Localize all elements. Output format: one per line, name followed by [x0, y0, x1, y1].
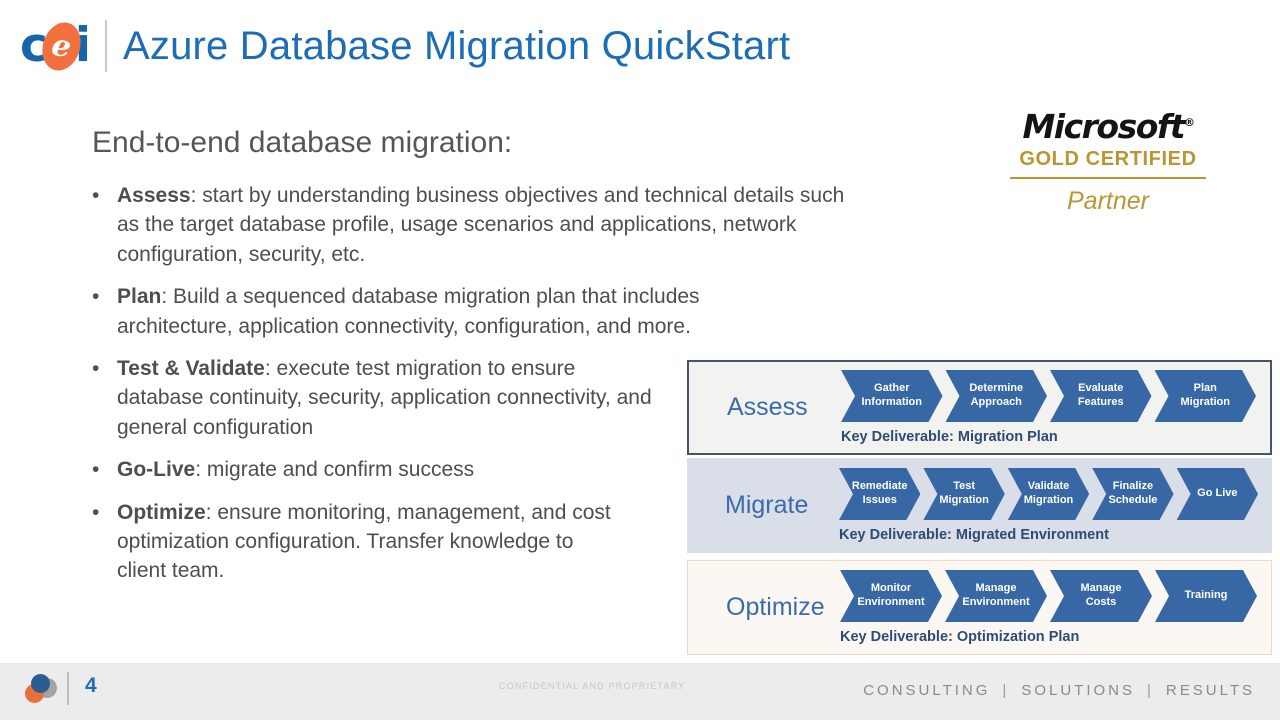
chevron-track: Gather Information Determine Approach Ev…	[841, 370, 1256, 422]
bullet-text: Test & Validate: execute test migration …	[117, 354, 662, 442]
bullet-marker: •	[92, 500, 100, 524]
bullet-marker: •	[92, 184, 100, 207]
chevron-step: Evaluate Features	[1050, 370, 1152, 422]
phase-label: Assess	[727, 393, 808, 421]
phase-row-optimize: Optimize Monitor Environment Manage Envi…	[687, 560, 1272, 655]
bullet-term: Go-Live	[117, 458, 196, 482]
chevron-step: Test Migration	[923, 468, 1004, 520]
confidential-notice: CONFIDENTIAL AND PROPRIETARY	[499, 681, 686, 691]
bullet-rest: : ensure monitoring, management, and cos…	[117, 500, 611, 583]
chevron-track: Remediate Issues Test Migration Validate…	[839, 468, 1258, 520]
tagline-separator: |	[1147, 682, 1154, 699]
bullet-rest: : migrate and confirm success	[195, 458, 475, 482]
slide-title: Azure Database Migration QuickStart	[123, 23, 791, 68]
page-number: 4	[85, 674, 97, 697]
bullet-text: Assess: start by understanding business …	[117, 181, 862, 269]
gold-certified-text: GOLD CERTIFIED	[1019, 147, 1197, 170]
bullet-item-go-live: • Go-Live: migrate and confirm success	[92, 455, 862, 484]
badge-divider-line	[1010, 176, 1206, 179]
phase-steps: Remediate Issues Test Migration Validate…	[839, 468, 1272, 543]
phase-row-migrate: Migrate Remediate Issues Test Migration …	[687, 458, 1272, 553]
key-deliverable: Key Deliverable: Migration Plan	[841, 429, 1058, 445]
bullet-term: Assess	[117, 184, 191, 207]
chevron-step: Finalize Schedule	[1092, 468, 1173, 520]
slide-header: c e i Azure Database Migration QuickStar…	[20, 16, 790, 76]
footer-logo-blue-circle	[31, 674, 50, 693]
phase-label: Migrate	[725, 491, 809, 519]
section-heading: End-to-end database migration:	[92, 126, 513, 159]
bullet-text: Go-Live: migrate and confirm success	[117, 455, 474, 484]
tagline-consulting: CONSULTING	[863, 682, 991, 699]
bullet-term: Plan	[117, 285, 162, 309]
chevron-step: Manage Costs	[1050, 570, 1152, 622]
chevron-step: Remediate Issues	[839, 468, 920, 520]
registered-mark: ®	[1184, 116, 1195, 129]
tagline-solutions: SOLUTIONS	[1021, 682, 1136, 699]
bullet-item-assess: • Assess: start by understanding busines…	[92, 181, 862, 269]
cei-footer-logo-icon	[24, 673, 60, 705]
chevron-step: Manage Environment	[945, 570, 1047, 622]
bullet-marker: •	[92, 356, 100, 380]
bullet-item-optimize: • Optimize: ensure monitoring, managemen…	[92, 498, 862, 586]
chevron-step: Plan Migration	[1155, 370, 1257, 422]
phase-label: Optimize	[726, 593, 825, 621]
microsoft-wordmark: Microsoft	[1022, 107, 1185, 146]
chevron-step: Validate Migration	[1008, 468, 1089, 520]
chevron-step: Monitor Environment	[840, 570, 942, 622]
process-diagram: Assess Gather Information Determine Appr…	[687, 360, 1272, 655]
bullet-marker: •	[92, 285, 100, 309]
bullet-marker: •	[92, 458, 100, 482]
chevron-step: Gather Information	[841, 370, 943, 422]
microsoft-partner-badge: Microsoft® GOLD CERTIFIED Partner	[1000, 107, 1216, 216]
phase-row-assess: Assess Gather Information Determine Appr…	[687, 360, 1272, 455]
cei-logo: c e i	[20, 16, 91, 76]
chevron-step: Go Live	[1177, 468, 1258, 520]
phase-steps: Gather Information Determine Approach Ev…	[841, 370, 1270, 445]
bullet-item-test-validate: • Test & Validate: execute test migratio…	[92, 354, 862, 442]
chevron-step: Training	[1155, 570, 1257, 622]
footer-tagline: CONSULTING | SOLUTIONS | RESULTS	[863, 682, 1255, 699]
microsoft-brand-text: Microsoft®	[1000, 107, 1216, 146]
chevron-step: Determine Approach	[946, 370, 1048, 422]
bullet-rest: : start by understanding business object…	[117, 184, 845, 266]
tagline-results: RESULTS	[1165, 682, 1255, 699]
bullet-term: Test & Validate	[117, 356, 265, 380]
cei-logo-letter-e: e	[49, 26, 74, 65]
bullet-term: Optimize	[117, 500, 206, 524]
key-deliverable: Key Deliverable: Migrated Environment	[839, 527, 1109, 543]
chevron-track: Monitor Environment Manage Environment M…	[840, 570, 1257, 622]
bullet-list: • Assess: start by understanding busines…	[92, 181, 862, 599]
bullet-rest: : Build a sequenced database migration p…	[117, 285, 700, 338]
tagline-separator: |	[1002, 682, 1010, 699]
key-deliverable: Key Deliverable: Optimization Plan	[840, 629, 1080, 645]
partner-text: Partner	[1067, 186, 1149, 215]
bullet-rest: : execute test migration to ensure datab…	[117, 356, 652, 439]
slide-footer: 4 CONFIDENTIAL AND PROPRIETARY CONSULTIN…	[0, 663, 1280, 720]
bullet-item-plan: • Plan: Build a sequenced database migra…	[92, 282, 862, 341]
phase-steps: Monitor Environment Manage Environment M…	[840, 570, 1271, 645]
bullet-text: Optimize: ensure monitoring, management,…	[117, 498, 622, 586]
header-divider	[105, 20, 107, 72]
footer-divider	[67, 672, 69, 705]
bullet-text: Plan: Build a sequenced database migrati…	[117, 282, 797, 341]
